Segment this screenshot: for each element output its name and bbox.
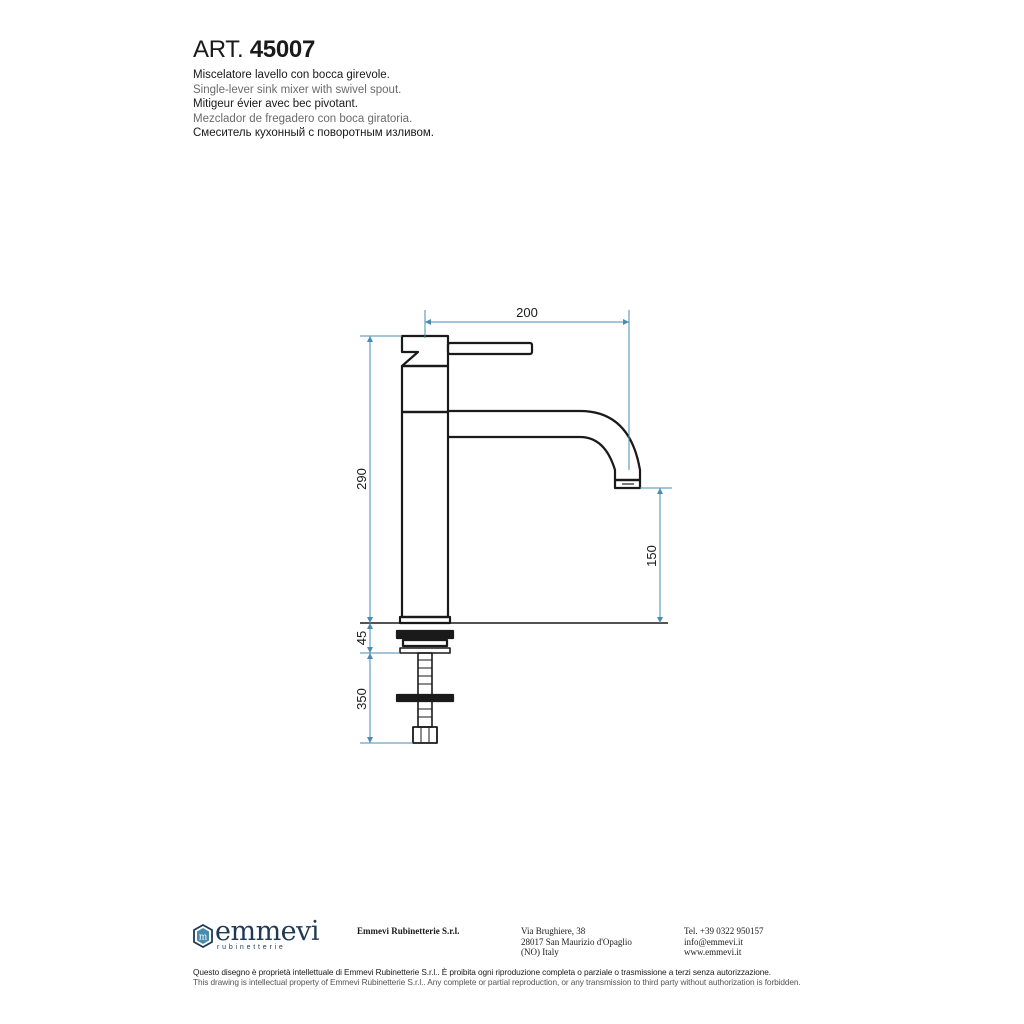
hose-connector xyxy=(412,726,438,744)
dim-deck-thickness: 45 xyxy=(354,631,369,645)
threaded-rod xyxy=(417,652,433,696)
company-contact: Tel. +39 0322 950157 info@emmevi.it www.… xyxy=(684,926,763,958)
body-main xyxy=(400,410,450,619)
svg-text:m: m xyxy=(199,933,208,943)
description-en: Single-lever sink mixer with swivel spou… xyxy=(193,83,402,96)
address-line: 28017 San Maurizio d'Opaglio xyxy=(521,936,632,947)
email-link[interactable]: info@emmevi.it xyxy=(684,936,744,947)
dim-hose-length: 350 xyxy=(354,688,369,710)
legal-notice: Questo disegno è proprietà intellettuale… xyxy=(193,967,993,987)
address-line: (NO) Italy xyxy=(521,947,559,957)
description-es: Mezclador de fregadero con boca giratori… xyxy=(193,112,413,125)
address-line: Via Brughiere, 38 xyxy=(521,926,586,936)
article-title: ART. 45007 xyxy=(193,36,713,64)
phone: Tel. +39 0322 950157 xyxy=(684,926,764,936)
description-fr: Mitigeur évier avec bec pivotant. xyxy=(193,98,358,110)
legal-notice-it: Questo disegno è proprietà intellettuale… xyxy=(193,967,771,977)
spout xyxy=(448,409,642,482)
hose xyxy=(417,700,433,728)
article-prefix: ART. xyxy=(193,36,244,63)
description-ru: Смеситель кухонный с поворотным изливом. xyxy=(193,127,434,139)
lever xyxy=(446,341,534,356)
dim-spout-height: 150 xyxy=(644,545,659,567)
base-ring xyxy=(398,615,452,625)
company-address: Via Brughiere, 38 28017 San Maurizio d'O… xyxy=(521,926,632,958)
header: ART. 45007 Miscelatore lavello con bocca… xyxy=(193,36,713,141)
handle-cap xyxy=(400,334,450,368)
logo-subtitle: rubinetterie xyxy=(217,944,286,951)
dim-reach: 200 xyxy=(516,305,538,320)
dim-total-height: 290 xyxy=(354,468,369,490)
article-number: 45007 xyxy=(249,36,316,63)
lock-nut xyxy=(395,693,455,703)
body-upper xyxy=(400,364,450,414)
company-name: Emmevi Rubinetterie S.r.l. xyxy=(357,926,460,936)
brand-logo: m emmevi rubinetterie xyxy=(193,916,323,954)
description-it: Miscelatore lavello con bocca girevole. xyxy=(193,69,390,81)
website-link[interactable]: www.emmevi.it xyxy=(684,947,742,957)
mount-plate xyxy=(401,638,449,648)
logo-wordmark: emmevi xyxy=(215,916,320,947)
hexagon-logo-icon: m xyxy=(193,924,213,948)
mount-washer xyxy=(395,629,455,640)
legal-notice-en: This drawing is intellectual property of… xyxy=(193,976,801,987)
